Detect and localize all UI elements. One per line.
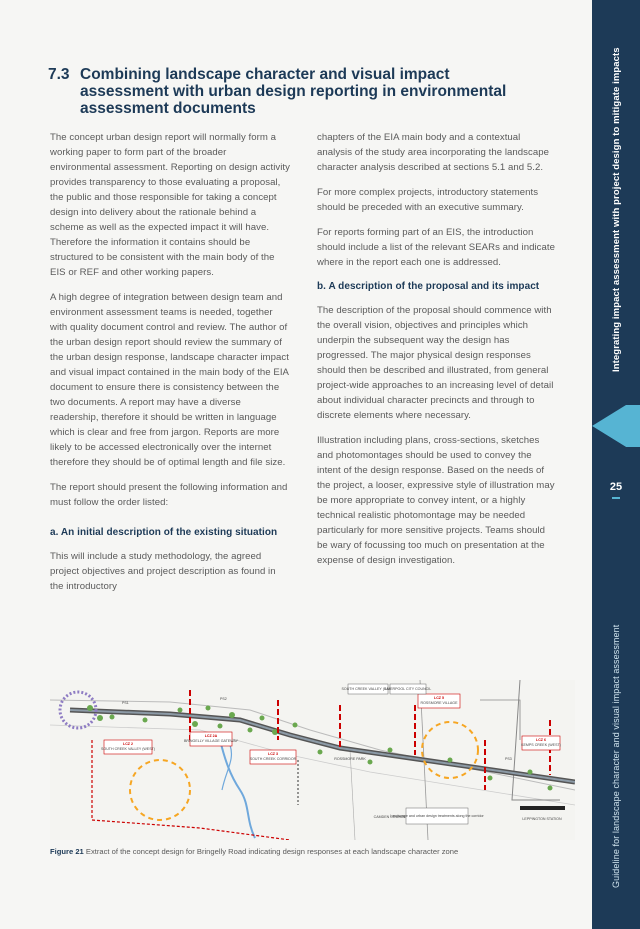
- subheading-a: a. An initial description of the existin…: [50, 527, 278, 538]
- concept-design-map: LCZ 2 SOUTH CREEK VALLEY (WEST) LCZ 2A B…: [49, 679, 576, 841]
- map-label-lcz3-sub: SOUTH CREEK CORRIDOR: [250, 757, 297, 761]
- map-label-lcz6: LCZ 6: [536, 738, 546, 742]
- sidebar-secondary-text: Guideline for landscape character and vi…: [611, 624, 621, 888]
- paragraph: The report should present the following …: [50, 482, 288, 508]
- sidebar-notch: [592, 405, 640, 447]
- figure-label: Figure 21: [50, 847, 84, 856]
- map-label-station: LEPPINGTON STATION: [522, 817, 562, 821]
- map-label-lcz5-sub: ROSSMORE VILLAGE: [421, 701, 459, 705]
- text-column-left: The concept urban design report will nor…: [50, 130, 290, 604]
- paragraph: A high degree of integration between des…: [50, 292, 289, 468]
- paragraph: Illustration including plans, cross-sect…: [317, 435, 555, 566]
- paragraph: For reports forming part of an EIS, the …: [317, 227, 555, 268]
- paragraph: For more complex projects, introductory …: [317, 187, 539, 213]
- paragraph: This will include a study methodology, t…: [50, 551, 276, 592]
- map-label-ps3: PS3: [505, 757, 512, 761]
- section-title: Combining landscape character and visual…: [80, 66, 507, 117]
- map-label-ps2: PS2: [220, 697, 227, 701]
- sidebar-band: [592, 0, 640, 929]
- map-label-liverpool: LIVERPOOL CITY COUNCIL: [385, 687, 432, 691]
- map-label-lcz6-sub: KEMPS CREEK (WEST): [521, 743, 561, 747]
- text-column-right: chapters of the EIA main body and a cont…: [317, 130, 557, 578]
- figure-caption-text: Extract of the concept design for Bringe…: [85, 847, 459, 856]
- map-label-camden: CAMDEN COUNCIL: [374, 815, 407, 819]
- section-number: 7.3: [48, 66, 70, 83]
- paragraph: The description of the proposal should c…: [317, 305, 554, 421]
- map-label-lcz3: LCZ 3: [268, 752, 278, 756]
- map-label-lcz5: LCZ 5: [434, 696, 444, 700]
- map-label-lcz2a: LCZ 2A: [205, 734, 218, 738]
- map-label-park: ROSSMORE PARK: [334, 757, 366, 761]
- map-label-lcz2a-sub: BRINGELLY VILLAGE GATEWAY: [184, 739, 239, 743]
- map-label-lcz2-sub: SOUTH CREEK VALLEY (WEST): [101, 747, 155, 751]
- sidebar-primary-text: Integrating impact assessment with proje…: [611, 47, 622, 372]
- figure-caption: Figure 21 Extract of the concept design …: [50, 847, 580, 856]
- paragraph: chapters of the EIA main body and a cont…: [317, 132, 550, 173]
- subheading-b: b. A description of the proposal and its…: [317, 281, 540, 292]
- paragraph: The concept urban design report will nor…: [50, 132, 290, 278]
- map-note: Landscape and urban design treatments al…: [390, 814, 484, 818]
- page-number-dash: [612, 497, 620, 499]
- map-label-lcz2: LCZ 2: [123, 742, 133, 746]
- map-label-council-east: SOUTH CREEK VALLEY (EAST): [342, 687, 395, 691]
- map-label-ps1: PS1: [122, 701, 129, 705]
- page-number: 25: [609, 481, 623, 493]
